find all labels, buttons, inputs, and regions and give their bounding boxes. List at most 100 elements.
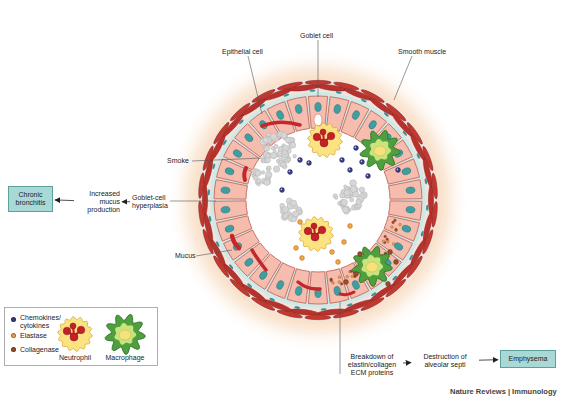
collagenase-dot <box>388 250 393 255</box>
legend-text: Chemokines/ cytokines <box>20 314 64 330</box>
smoke-particle <box>266 171 272 177</box>
basement-layer <box>210 92 426 308</box>
legend-text: Neutrophil <box>55 354 95 362</box>
smoke-particle <box>270 152 277 159</box>
epithelial-cell <box>389 180 422 200</box>
cell-nucleus <box>224 224 235 233</box>
macrophage-legend-sample <box>105 314 145 354</box>
legend-text: Collagenase <box>20 346 60 354</box>
macrophage <box>352 246 392 286</box>
epithelial-cell <box>326 269 349 304</box>
collagenase-dot <box>394 260 399 265</box>
muscle-nucleus <box>238 119 244 125</box>
mucus-strand <box>244 168 246 180</box>
epithelial-cells <box>214 96 422 304</box>
leader-line <box>170 201 216 202</box>
muscle-spindle <box>305 315 331 319</box>
cell-nucleus <box>315 103 321 112</box>
flow-arrow <box>479 359 498 360</box>
node-text: Destruction of alveolar septi <box>413 353 477 369</box>
muscle-nucleus <box>222 139 227 145</box>
muscle-nucleus <box>228 264 234 270</box>
dot-highlight <box>397 169 399 171</box>
smoke-particle <box>273 149 276 152</box>
legend-frame <box>5 308 158 366</box>
legend-text: Macrophage <box>105 354 145 362</box>
dot-highlight <box>299 159 301 161</box>
enzyme-granule <box>394 219 397 222</box>
node-text: Goblet-cell hyperplasia <box>132 194 170 210</box>
cell-nucleus <box>295 286 303 296</box>
cell-nucleus <box>224 167 235 176</box>
neutrophil <box>299 217 334 252</box>
cell-nucleus <box>393 241 404 251</box>
muscle-spindle <box>431 173 438 199</box>
flow-arrow <box>55 199 74 201</box>
dot-highlight <box>361 161 363 163</box>
smoke-particle <box>335 196 338 199</box>
cell-nucleus <box>401 224 412 233</box>
smoke-particle <box>266 166 271 171</box>
muscle-nucleus <box>361 98 367 103</box>
muscle-nucleus <box>208 216 211 222</box>
smoke-particle <box>350 198 354 202</box>
enzyme-granule <box>391 226 394 229</box>
legend-text: Elastase <box>20 332 60 340</box>
node-text: Chronic bronchitis <box>12 191 49 207</box>
muscle-nucleus <box>269 297 275 302</box>
enzyme-granule <box>387 240 390 243</box>
part-label: Goblet cell <box>300 32 333 40</box>
smoke-particle <box>283 213 288 218</box>
cell-nucleus <box>406 206 416 213</box>
muscle-layer <box>197 79 439 321</box>
flow-arrow <box>122 201 130 202</box>
smoke-particle <box>293 154 297 158</box>
smoke-particle <box>281 214 288 221</box>
muscle-nucleus <box>212 163 216 169</box>
muscle-nucleus <box>336 91 342 94</box>
muscle-nucleus <box>420 230 424 236</box>
muscle-nucleus <box>383 112 389 118</box>
enzyme-granule <box>332 282 335 285</box>
cell-nucleus <box>401 167 412 176</box>
cell-nucleus <box>351 110 361 121</box>
goblet-cup <box>314 114 322 126</box>
neutrophil-legend-sample <box>58 317 93 352</box>
smoke-particle <box>285 158 290 163</box>
leader-line <box>394 56 412 100</box>
enzyme-granule <box>392 221 395 224</box>
part-label: Smoke <box>167 157 189 165</box>
node-text: Increased mucus production <box>76 190 120 214</box>
process-text: Increased mucus production <box>76 188 120 215</box>
smoke-particle <box>291 216 297 222</box>
cell-nucleus <box>333 104 341 114</box>
dot-highlight <box>367 175 369 177</box>
journal-credit: Nature Reviews | Immunology <box>450 388 557 396</box>
cell-nucleus <box>275 110 285 121</box>
flow-arrow <box>403 362 411 363</box>
smoke-particle <box>282 151 289 158</box>
smoke-particle <box>341 199 347 205</box>
leader-line <box>340 302 341 374</box>
cell-nucleus <box>243 132 254 143</box>
smoke-particle <box>292 211 298 217</box>
collagenase-dot <box>354 272 359 277</box>
smoke-particle <box>344 185 347 188</box>
node-text: Breakdown of elastin/collagen ECM protei… <box>343 353 401 377</box>
muscle-nucleus <box>294 306 300 309</box>
enzyme-granule <box>340 283 343 286</box>
elastase-dot <box>330 250 335 255</box>
muscle-nucleus <box>409 254 414 260</box>
smoke-particle <box>356 199 362 205</box>
cell-nucleus <box>232 148 243 158</box>
mucus-strand <box>252 250 266 270</box>
smoke-particle <box>261 171 265 175</box>
part-label: Smooth muscle <box>398 48 446 56</box>
cell-nucleus <box>221 187 231 194</box>
elastase-dot <box>294 246 299 251</box>
dot-highlight <box>308 162 310 164</box>
smoke-particle <box>281 162 286 167</box>
